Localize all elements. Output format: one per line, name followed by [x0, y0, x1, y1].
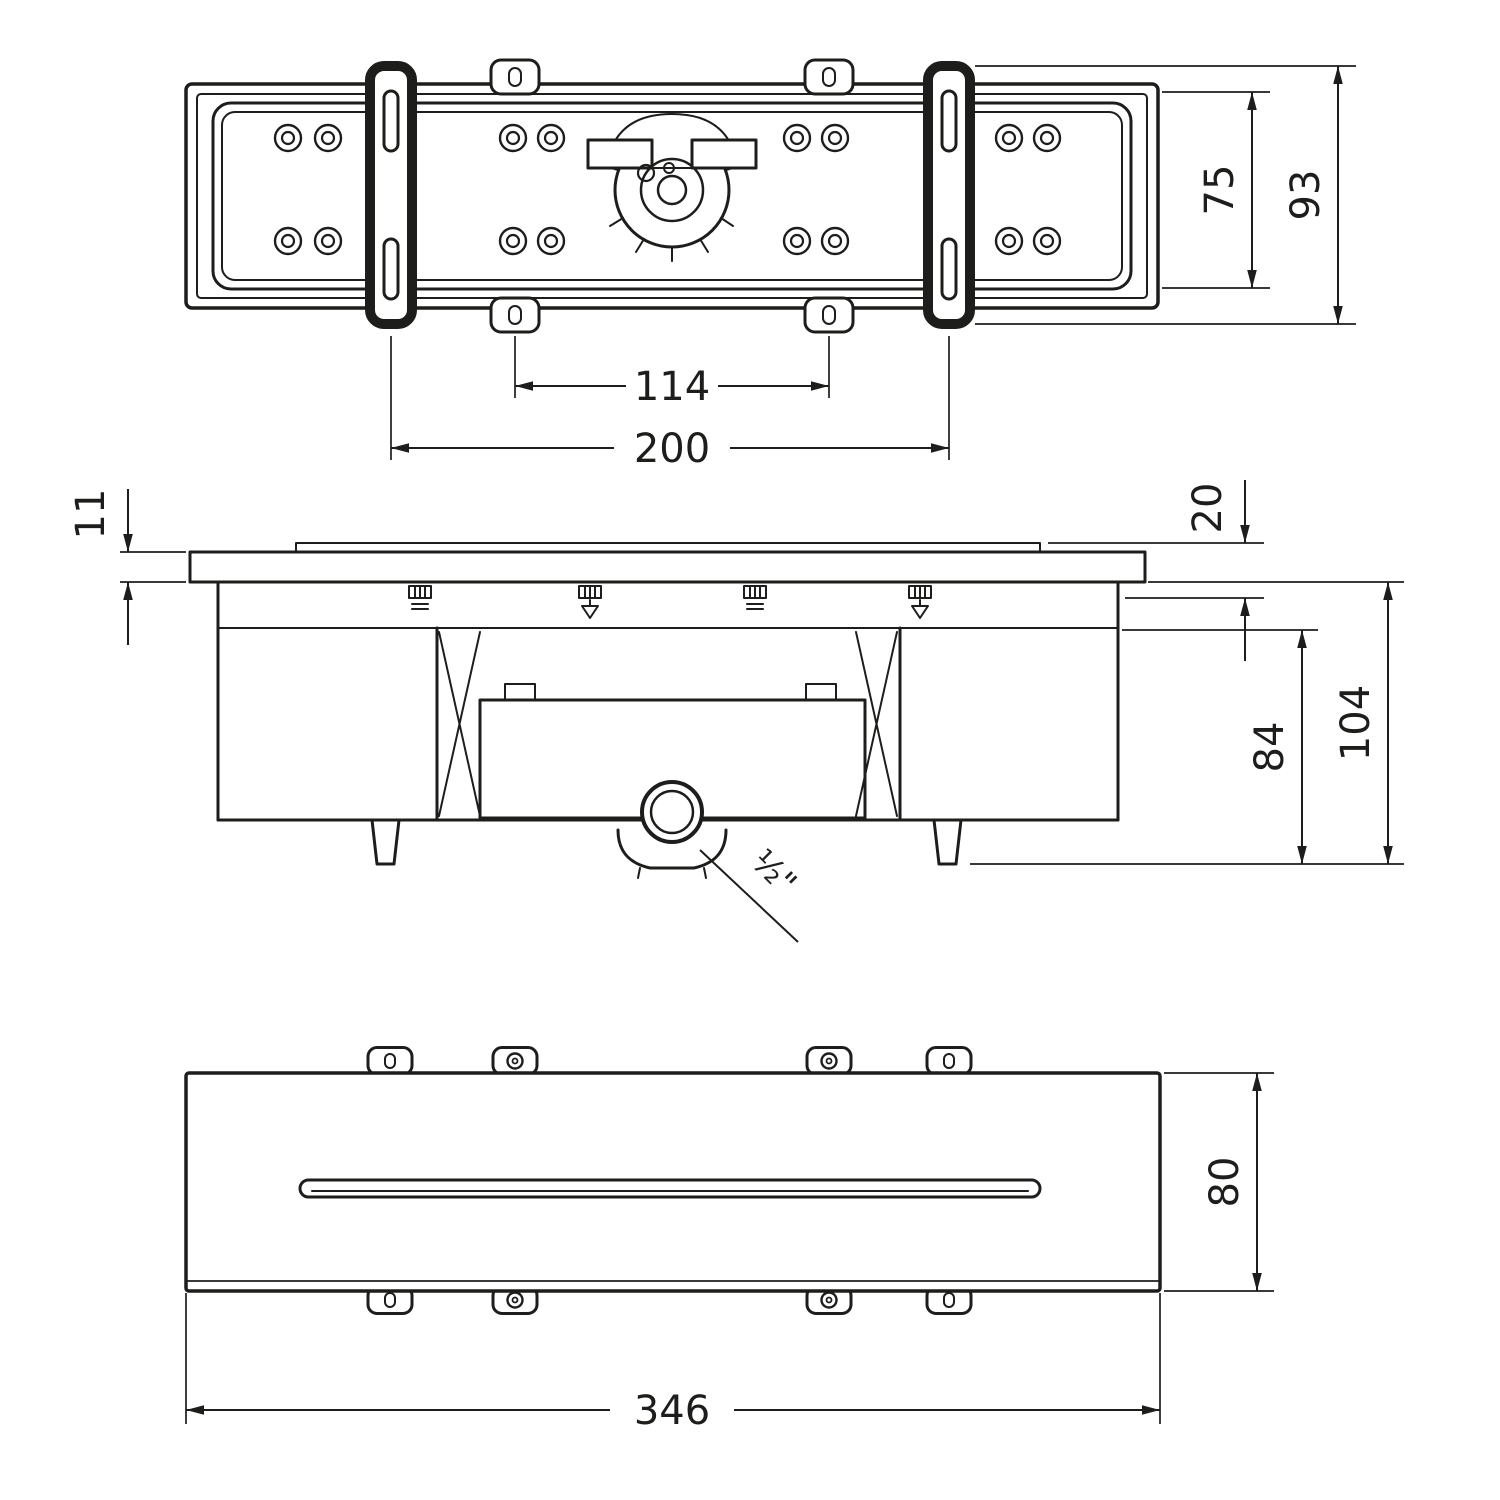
dim-114-label: 114: [634, 364, 710, 410]
clamp-bar-left: [586, 138, 654, 170]
front-panel: [184, 1071, 1162, 1293]
screw-hole: [1032, 226, 1062, 256]
outlet-pipe: [616, 780, 728, 879]
leg-left: [370, 818, 401, 866]
screw-hole: [313, 123, 343, 153]
base-plate-outer: [211, 101, 1133, 291]
adjustment-marks: [408, 585, 932, 619]
valve-assembly: [586, 113, 758, 262]
dimension-346: 346: [185, 1293, 1161, 1434]
waterfall-slot: [298, 1178, 1042, 1199]
front-tab-slot: [925, 1046, 973, 1076]
wall-plate: [188, 550, 1147, 584]
mounting-tab-top-right: [803, 58, 855, 96]
dim-84-label: 84: [1247, 722, 1293, 773]
screw-hole: [498, 123, 528, 153]
dim-346-label: 346: [634, 1388, 710, 1434]
screw-hole: [273, 123, 303, 153]
mounting-bracket-right: [928, 66, 970, 324]
section-view: 11 20 84 104 ½": [68, 480, 1404, 943]
front-view: 80 346: [184, 1046, 1274, 1434]
level-arrow-icon: [581, 605, 599, 619]
mounting-bracket-left: [370, 66, 412, 324]
clamp-bar-right: [690, 138, 758, 170]
dim-20-label: 20: [1185, 483, 1231, 534]
screw-hole: [994, 226, 1024, 256]
dim-200-label: 200: [634, 426, 710, 472]
screw-hole: [498, 226, 528, 256]
dim-346-mask: [610, 1388, 734, 1432]
base-plate-inner: [221, 111, 1123, 281]
screw-hole: [820, 226, 850, 256]
adjustment-clip: [743, 585, 767, 599]
dimension-11: 11: [68, 489, 186, 645]
dim-93-label: 93: [1283, 170, 1329, 221]
mounting-tab-bottom-left: [489, 296, 541, 334]
dim-104-label: 104: [1333, 685, 1379, 761]
dimension-80: 80: [1164, 1072, 1274, 1292]
dimension-84: 84: [970, 629, 1404, 865]
dim-200-mask: [614, 426, 730, 470]
dim-114-mask: [626, 364, 718, 408]
dimension-75: 75: [1162, 91, 1270, 289]
housing-frame-inner-line: [196, 93, 1148, 299]
top-view: 75 93 114 200: [184, 58, 1356, 472]
housing-frame-outer: [184, 82, 1160, 310]
dim-11-label: 11: [68, 489, 114, 540]
outlet-bracket: [616, 828, 728, 870]
leg-right: [932, 818, 963, 866]
level-arrow-icon: [911, 605, 929, 619]
dimension-200: 200: [390, 336, 950, 472]
dimension-104: 104: [1148, 581, 1404, 864]
adjustment-clip: [578, 585, 602, 599]
screw-hole: [782, 226, 812, 256]
dimension-20: 20: [1048, 480, 1264, 661]
dimension-114: 114: [514, 336, 830, 410]
adjustment-clip: [908, 585, 932, 599]
screw-hole: [273, 226, 303, 256]
housing-body: [216, 580, 1120, 822]
front-tab-hole: [491, 1046, 539, 1076]
dim-75-label: 75: [1197, 165, 1243, 216]
screw-hole: [782, 123, 812, 153]
dim-80-label: 80: [1202, 1157, 1248, 1208]
adjustment-clip: [408, 585, 432, 599]
screw-hole: [536, 226, 566, 256]
mounting-tab-bottom-right: [803, 296, 855, 334]
connection-size-label: ½": [744, 841, 805, 902]
front-tab-hole: [805, 1046, 853, 1076]
screw-hole: [994, 123, 1024, 153]
mounting-tab-top-left: [489, 58, 541, 96]
front-tab-slot: [366, 1046, 414, 1076]
screw-hole: [1032, 123, 1062, 153]
screw-hole: [536, 123, 566, 153]
dimension-93: 93: [975, 65, 1356, 325]
screw-hole: [820, 123, 850, 153]
screw-hole: [313, 226, 343, 256]
